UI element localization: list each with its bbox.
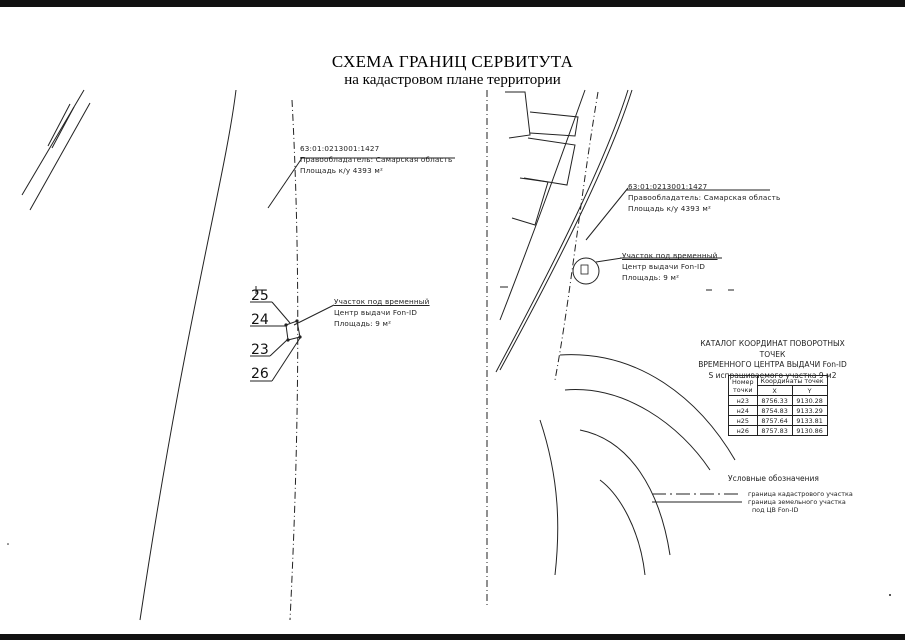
right-building-1	[505, 91, 531, 139]
point-label-23: 23	[251, 342, 269, 358]
left-road-edge-4	[51, 106, 75, 149]
left-leader-23b	[269, 339, 288, 357]
col-x-header: X	[756, 385, 793, 396]
right-building-4	[511, 177, 549, 226]
left-road-curve	[139, 89, 237, 621]
left-boundary-dashed	[289, 99, 299, 621]
legend-item-easement-line2: под ЦВ Fon-ID	[752, 506, 799, 514]
table-row: н26 8757.83 9130.86	[728, 425, 828, 436]
left-easement-name: Участок под временный	[334, 297, 430, 306]
right-easement-center: Центр выдачи Fon-ID	[622, 262, 706, 271]
right-road-curve-4	[599, 479, 646, 576]
right-easement-label: Участок под временный Центр выдачи Fon-I…	[622, 250, 718, 283]
legend-item-parcel: граница кадастрового участка	[748, 490, 853, 498]
table-row: н24 8754.83 9133.29	[728, 405, 828, 416]
legend-item-easement-line1: граница земельного участка	[748, 498, 846, 506]
table-row: н25 8757.64 9133.81	[728, 415, 828, 426]
right-road-curve-1	[559, 354, 736, 461]
right-leader-easement	[595, 257, 623, 263]
right-road-curve-3	[579, 429, 671, 556]
scan-dot-1	[7, 543, 9, 545]
point-label-24: 24	[251, 312, 269, 328]
point-label-26: 26	[251, 366, 269, 382]
right-road-2	[499, 89, 633, 371]
left-leader-25b	[271, 301, 291, 324]
right-leader-parcel	[585, 187, 629, 241]
left-vertex-26	[298, 335, 302, 339]
left-vertex-23	[286, 338, 290, 342]
left-vertex-24	[295, 319, 299, 323]
legend-title: Условные обозначения	[728, 474, 819, 483]
col-coords-header: Координаты точек	[756, 375, 828, 386]
right-parcel-owner: Правообладатель: Самарская область	[628, 193, 781, 202]
point-label-25: 25	[251, 288, 269, 304]
left-leader-easement	[293, 304, 335, 326]
right-boundary-dashed	[554, 91, 599, 381]
left-road-edge-2	[29, 102, 91, 211]
right-parcel-label: 63:01:0213001:1427 Правообладатель: Сама…	[628, 181, 780, 214]
left-easement-area: Площадь: 9 м²	[334, 319, 392, 328]
left-parcel-owner: Правообладатель: Самарская область	[300, 155, 453, 164]
left-leader-26b	[271, 337, 301, 382]
right-road-curve-5	[539, 419, 559, 576]
left-parcel-number: 63:01:0213001:1427	[300, 144, 380, 153]
right-easement-name: Участок под временный	[622, 251, 718, 260]
document-subtitle: на кадастровом плане территории	[344, 72, 561, 88]
top-border-bar	[0, 0, 905, 7]
left-easement-label: Участок под временный Центр выдачи Fon-I…	[334, 296, 430, 329]
right-parcel-number: 63:01:0213001:1427	[628, 182, 708, 191]
right-road-3	[495, 89, 629, 373]
left-leader-parcel	[267, 157, 303, 209]
right-easement-area: Площадь: 9 м²	[622, 273, 680, 282]
left-parcel-area: Площадь к/у 4393 м²	[300, 166, 384, 175]
left-easement-center: Центр выдачи Fon-ID	[334, 308, 418, 317]
right-road-1	[499, 89, 586, 321]
right-easement-circle	[572, 257, 600, 285]
right-easement-mark	[580, 264, 589, 275]
catalog-title-line1: КАТАЛОГ КООРДИНАТ ПОВОРОТНЫХ ТОЧЕК	[700, 339, 845, 359]
bottom-border-bar	[0, 634, 905, 640]
scan-dot-2	[889, 594, 891, 596]
left-road-edge-3	[47, 103, 71, 147]
col-y-header: Y	[791, 385, 828, 396]
catalog-title-line2: ВРЕМЕННОГО ЦЕНТРА ВЫДАЧИ Fon-ID	[698, 360, 847, 369]
left-road-edge-1	[21, 89, 85, 196]
left-vertex-25	[284, 323, 288, 327]
right-building-3	[523, 137, 576, 186]
right-building-2	[529, 111, 579, 137]
left-parcel-label: 63:01:0213001:1427 Правообладатель: Сама…	[300, 143, 452, 176]
right-road-curve-2	[564, 389, 711, 471]
right-parcel-area: Площадь к/у 4393 м²	[628, 204, 712, 213]
document-title: СХЕМА ГРАНИЦ СЕРВИТУТА	[331, 52, 574, 71]
table-row: н23 8756.33 9130.28	[728, 395, 828, 406]
